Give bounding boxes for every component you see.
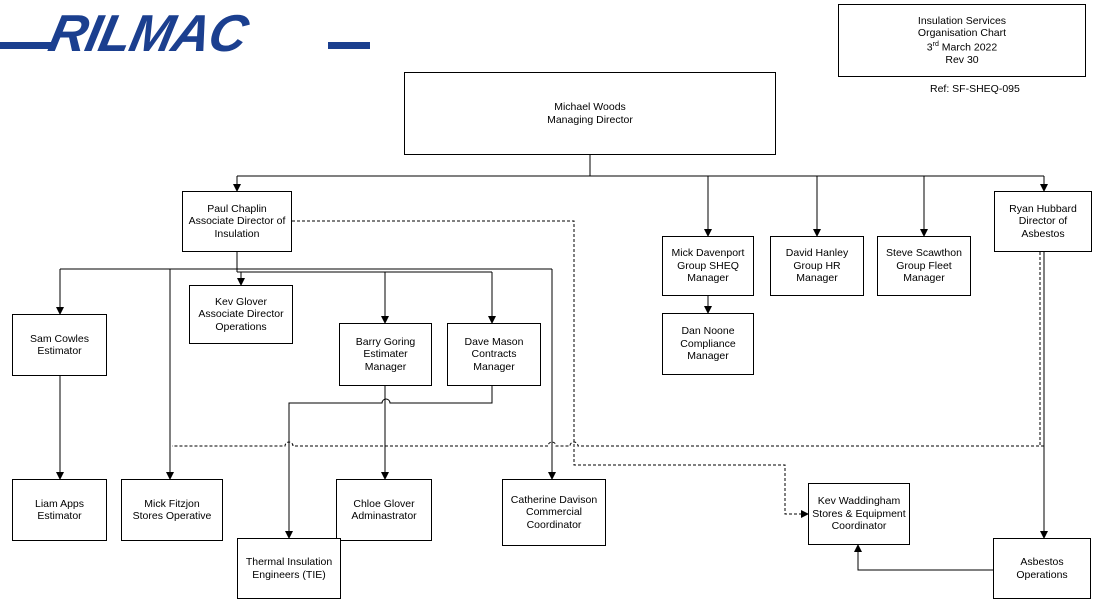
node-role: Group SHEQ Manager [677,259,739,285]
node-role: Managing Director [547,113,633,126]
node-role: Operations [1016,568,1068,581]
node-name: Kev Glover [215,295,267,308]
node-name: Ryan Hubbard [1009,202,1077,215]
node-role: Estimater Manager [363,348,408,373]
node-name: Liam Apps [34,497,85,510]
logo-bar-left [0,42,52,49]
rilmac-logo: RILMAC [0,5,380,63]
node-role: Stores & Equipment Coordinator [812,507,906,533]
dotted-link-asbestos-line [172,441,1044,447]
node-role: Commercial Coordinator [525,506,582,531]
chart-info-box: Insulation Services Organisation Chart 3… [838,4,1086,77]
node-name: Asbestos [1020,556,1064,568]
dotted-link-pc-to-kw [292,220,809,518]
node-name: Kev Waddingham [817,495,901,508]
node-name: Dan Noone [681,325,735,338]
node-role: Group Fleet Manager [896,259,952,285]
node-role: Contracts Manager [471,348,517,373]
node-name: Mick Davenport [671,247,745,260]
link-asbestos-to-kw [854,544,993,571]
node-name: Dave Mason [464,335,524,348]
node-name: David Hanley [785,247,849,260]
node-role: Group HR Manager [793,259,841,285]
node-name: Steve Scawthon [886,247,962,260]
info-date: 3rd March 2022 [926,41,998,54]
node-name: Barry Goring [355,335,416,348]
info-line-2: Organisation Chart [917,27,1007,40]
node-name: Paul Chaplin [207,202,267,215]
reference-number: Ref: SF-SHEQ-095 [930,83,1020,95]
node-role: Associate Director of Insulation [188,215,286,240]
node-name: Thermal Insulation [245,556,333,568]
node-role: Compliance Manager [680,337,736,363]
logo-wordmark: RILMAC [43,5,253,63]
logo-bar-right [328,42,370,49]
node-role: Engineers (TIE) [252,568,326,581]
info-line-1: Insulation Services [917,15,1007,28]
node-name: Catherine Davison [510,493,598,506]
node-role: Adminastrator [351,510,417,522]
node-name: Mick Fitzjon [144,497,200,510]
node-name: Michael Woods [554,101,626,113]
node-name: Sam Cowles [30,332,89,345]
info-line-4: Rev 30 [945,53,979,66]
node-role: Associate Director Operations [198,308,284,333]
node-name: Chloe Glover [353,497,415,510]
node-role: Estimator [37,510,82,522]
node-role: Stores Operative [132,510,212,522]
node-role: Director of Asbestos [1018,215,1068,240]
node-role: Estimator [37,345,82,357]
link-dm-to-tie [285,386,493,539]
